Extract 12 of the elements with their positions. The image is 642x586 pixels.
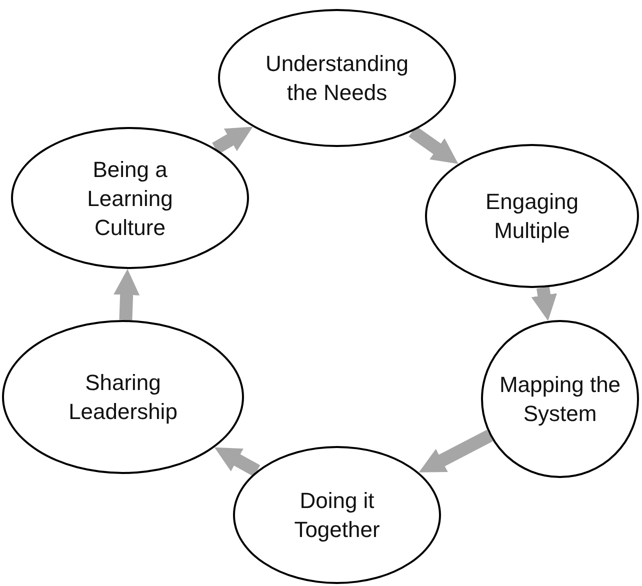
node-label: Mapping the System	[498, 371, 622, 428]
block-arrow	[531, 286, 557, 321]
node-label: Engaging Multiple	[484, 188, 580, 245]
node-label: Doing it Together	[293, 487, 381, 544]
node-label: Understanding the Needs	[264, 50, 410, 107]
block-arrow	[212, 126, 253, 154]
block-arrow	[408, 126, 458, 164]
block-arrow	[114, 268, 140, 320]
block-arrow	[418, 430, 493, 472]
block-arrow	[214, 447, 260, 477]
node-label: Being a Learning Culture	[86, 156, 174, 242]
node-label: Sharing Leadership	[68, 369, 178, 426]
